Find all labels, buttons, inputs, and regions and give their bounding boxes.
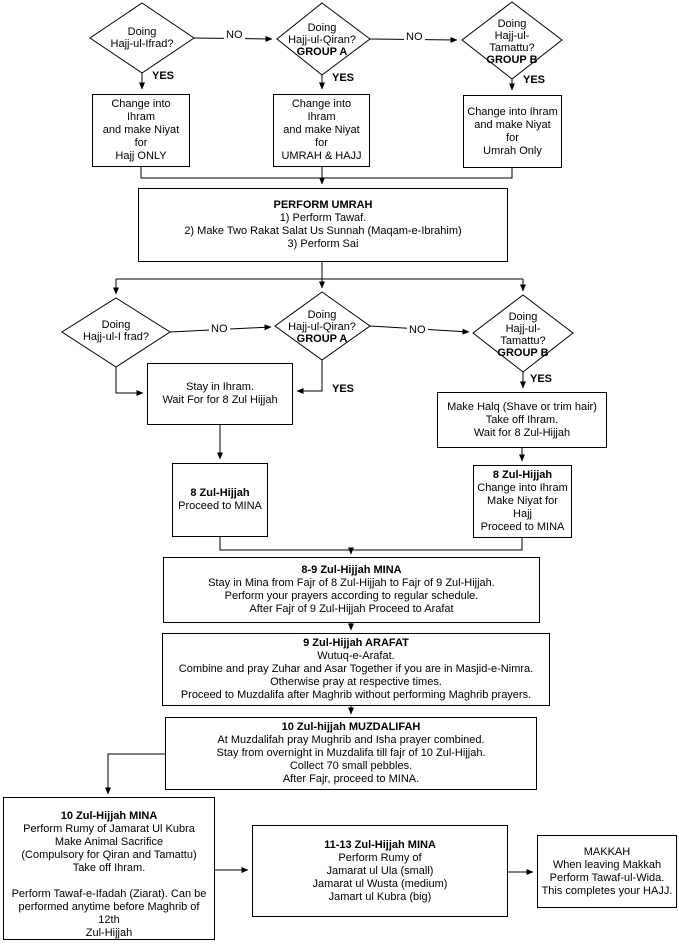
group-label: GROUP A [296, 46, 348, 58]
decision-hajj-ul-ifrad-2: Doing Hajj-ul-I frad? [83, 307, 149, 355]
box-body: At Muzdalifah pray Mughrib and Isha pray… [216, 734, 486, 785]
box-body: Change into Ihram and make Niyat for Umr… [467, 105, 558, 157]
decision-hajj-ul-tamattu-2: Doing Hajj-ul- Tamattu? GROUP B [497, 299, 548, 371]
box-change-ihram-umrah-hajj: Change into Ihram and make Niyat for UMR… [273, 94, 370, 167]
box-body: Make Halq (Shave or trim hair) Take off … [447, 400, 597, 439]
decision-text: Doing Hajj-ul-I frad? [82, 319, 150, 343]
box-8-zul-hijjah-right: 8 Zul-Hijjah Change into Ihram Make Niya… [473, 465, 572, 538]
box-change-ihram-hajj-only: Change into Ihram and make Niyat for Haj… [92, 94, 190, 167]
box-8-9-zul-hijjah-mina: 8-9 Zul-Hijjah MINA Stay in Mina from Fa… [163, 557, 540, 623]
box-change-ihram-umrah-only: Change into Ihram and make Niyat for Umr… [463, 95, 562, 168]
edge-muzdalifah-mina10 [105, 753, 165, 795]
box-body: Change into Ihram and make Niyat for UMR… [281, 98, 362, 162]
edge-converge-umrah [140, 167, 513, 185]
box-makkah: MAKKAH When leaving Makkah Perform Tawaf… [537, 835, 677, 908]
box-body: Change into Ihram and make Niyat for Haj… [102, 98, 180, 162]
edge-label-no: NO [209, 323, 230, 335]
box-title: 8 Zul-Hijjah [190, 487, 250, 499]
decision-text: Doing Hajj-ul-Ifrad? [110, 26, 174, 50]
edge-label-yes: YES [528, 373, 555, 385]
edge-label-no: NO [404, 31, 425, 43]
box-title: 10 Zul-Hijjah MINA [60, 810, 158, 822]
box-body: Wutuq-e-Arafat. Combine and pray Zuhar a… [178, 650, 534, 701]
decision-text: Doing Hajj-ul- Tamattu? [500, 311, 546, 347]
decision-hajj-ul-qiran-2: Doing Hajj-ul-Qiran? GROUP A [288, 297, 356, 357]
edge-label-yes: YES [330, 72, 357, 84]
box-make-halq: Make Halq (Shave or trim hair) Take off … [437, 392, 607, 448]
box-title: 8 Zul-Hijjah [492, 469, 553, 481]
edge-label-yes: YES [150, 70, 177, 82]
box-title: 8-9 Zul-Hijjah MINA [301, 564, 402, 576]
box-body: Proceed to MINA [178, 500, 262, 512]
edge-converge-mina89 [219, 537, 523, 555]
box-stay-in-ihram: Stay in Ihram. Wait For for 8 Zul Hijjah [147, 363, 293, 425]
box-10-zul-hijjah-mina: 10 Zul-Hijjah MINA Perform Rumy of Jamar… [3, 797, 215, 940]
box-title: 11-13 Zul-Hijjah MINA [324, 838, 436, 851]
box-perform-umrah: PERFORM UMRAH 1) Perform Tawaf. 2) Make … [138, 188, 508, 262]
box-body: Change into Ihram Make Niyat for Hajj Pr… [477, 482, 568, 533]
decision-text: Doing Hajj-ul- Tamattu? [489, 18, 535, 54]
edge-label-yes: YES [330, 383, 357, 395]
edge-split-after-umrah [113, 262, 526, 295]
edge-label-no: NO [224, 29, 245, 41]
decision-text: Doing Hajj-ul-Qiran? [288, 309, 356, 333]
edge-ifrad-stay [115, 367, 144, 396]
group-label: GROUP B [486, 54, 538, 66]
decision-hajj-ul-tamattu-1: Doing Hajj-ul- Tamattu? GROUP B [486, 6, 537, 78]
box-title: 9 Zul-Hijjah ARAFAT [303, 637, 409, 649]
edge-qiran-stay [296, 360, 323, 394]
box-body: Stay in Mina from Fajr of 8 Zul-Hijjah t… [208, 577, 495, 615]
box-body: Stay in Ihram. Wait For for 8 Zul Hijjah [162, 381, 278, 406]
box-8-zul-hijjah-left: 8 Zul-Hijjah Proceed to MINA [172, 463, 268, 537]
box-body: 1) Perform Tawaf. 2) Make Two Rakat Sala… [184, 212, 462, 250]
group-label: GROUP B [497, 347, 549, 359]
decision-hajj-ul-ifrad-1: Doing Hajj-ul-Ifrad? [111, 14, 174, 62]
box-title: 10 Zul-hijjah MUZDALIFAH [281, 721, 421, 733]
box-10-zul-hijjah-muzdalifah: 10 Zul-hijjah MUZDALIFAH At Muzdalifah p… [165, 717, 537, 790]
box-11-13-zul-hijjah-mina: 11-13 Zul-Hijjah MINA Perform Rumy of Ja… [252, 825, 508, 917]
box-body: Perform Rumy of Jamarat Ul Kubra Make An… [11, 823, 207, 939]
edge-label-yes: YES [521, 74, 548, 86]
box-9-zul-hijjah-arafat: 9 Zul-Hijjah ARAFAT Wutuq-e-Arafat. Comb… [162, 633, 550, 706]
box-title: PERFORM UMRAH [273, 199, 373, 211]
decision-text: Doing Hajj-ul-Qiran? [288, 22, 356, 46]
group-label: GROUP A [296, 333, 348, 345]
box-body: Perform Rumy of Jamarat ul Ula (small) J… [312, 851, 448, 903]
decision-hajj-ul-qiran-1: Doing Hajj-ul-Qiran? GROUP A [288, 10, 356, 70]
box-body: MAKKAH When leaving Makkah Perform Tawaf… [541, 845, 673, 897]
edge-label-no: NO [407, 324, 428, 336]
